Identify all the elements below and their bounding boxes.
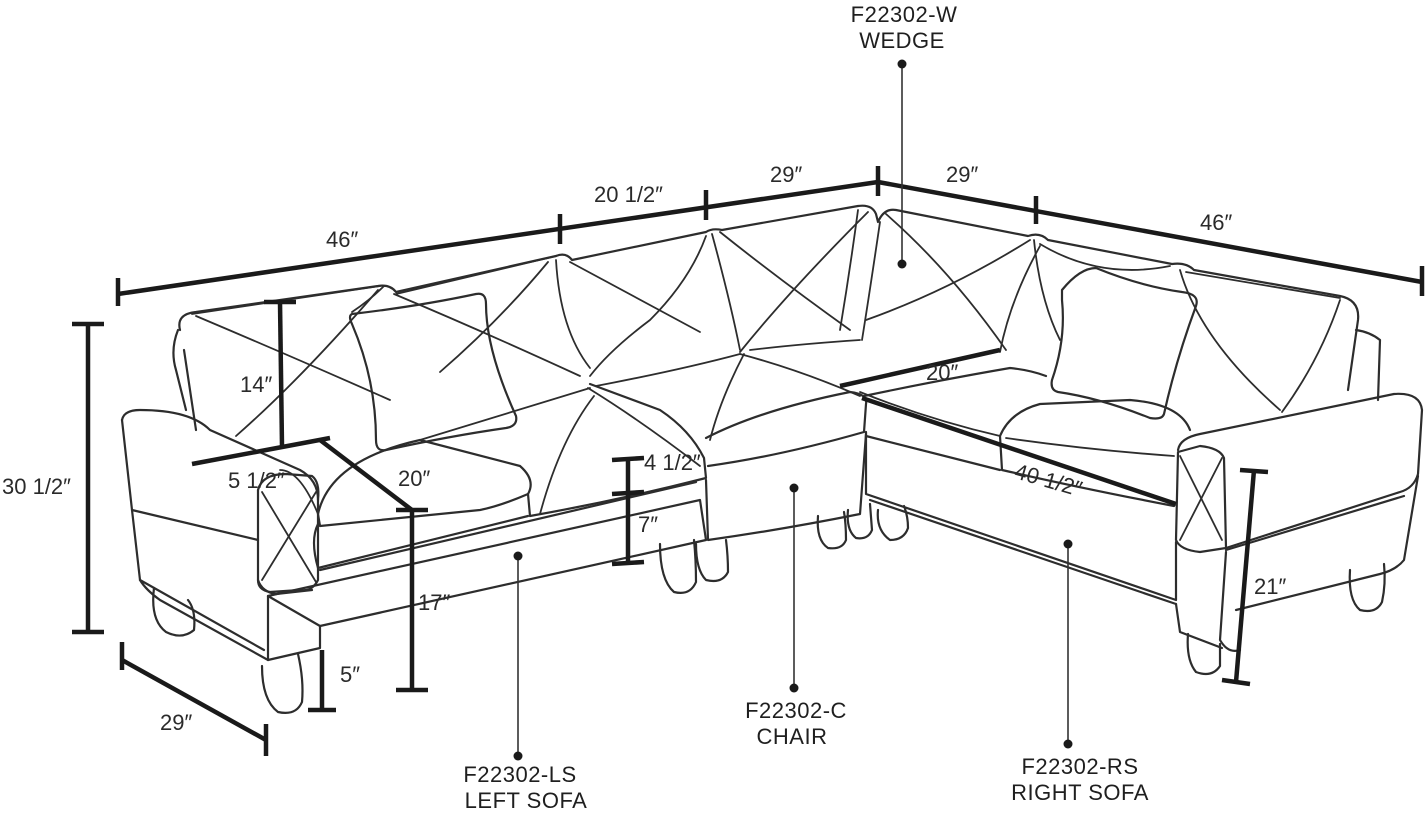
dim-arm-width: 5 1/2″ (228, 468, 285, 493)
right-sofa-name: RIGHT SOFA (1011, 780, 1149, 805)
right-sofa-code: F22302-RS (1021, 754, 1138, 779)
dim-cushion-thickness: 4 1/2″ (644, 450, 701, 475)
dim-right-seat-length: 40 1/2″ (1012, 459, 1085, 502)
left-sofa-name: LEFT SOFA (465, 788, 588, 813)
dim-leg-height: 5″ (340, 662, 360, 687)
dim-seat-height: 17″ (418, 590, 450, 615)
dimension-lines (72, 166, 1425, 756)
wedge-name: WEDGE (859, 28, 945, 53)
left-sofa-code: F22302-LS (463, 762, 576, 787)
dim-overall-depth: 29″ (160, 710, 192, 735)
wedge-code: F22302-W (851, 2, 958, 27)
part-callouts: F22302-W WEDGE F22302-C CHAIR F22302-LS … (463, 2, 1149, 813)
dim-chair-left: 29″ (770, 162, 802, 187)
dim-back-height: 14″ (240, 372, 272, 397)
chair-code: F22302-C (745, 698, 847, 723)
dimension-labels: 46″ 20 1/2″ 29″ 29″ 46″ 14″ 30 1/2″ 5 1/… (2, 162, 1286, 735)
dim-seat-depth-right: 20″ (926, 360, 958, 385)
dim-base-height: 7″ (638, 512, 658, 537)
dim-right-width: 46″ (1200, 210, 1232, 235)
chair-name: CHAIR (757, 724, 828, 749)
dim-mid-width: 20 1/2″ (594, 182, 663, 207)
dim-seat-depth-left: 20″ (398, 466, 430, 491)
dim-chair-right: 29″ (946, 162, 978, 187)
dim-arm-height: 21″ (1254, 574, 1286, 599)
dim-left-width: 46″ (326, 227, 358, 252)
dim-total-height: 30 1/2″ (2, 474, 71, 499)
sofa-drawing (120, 204, 1424, 714)
